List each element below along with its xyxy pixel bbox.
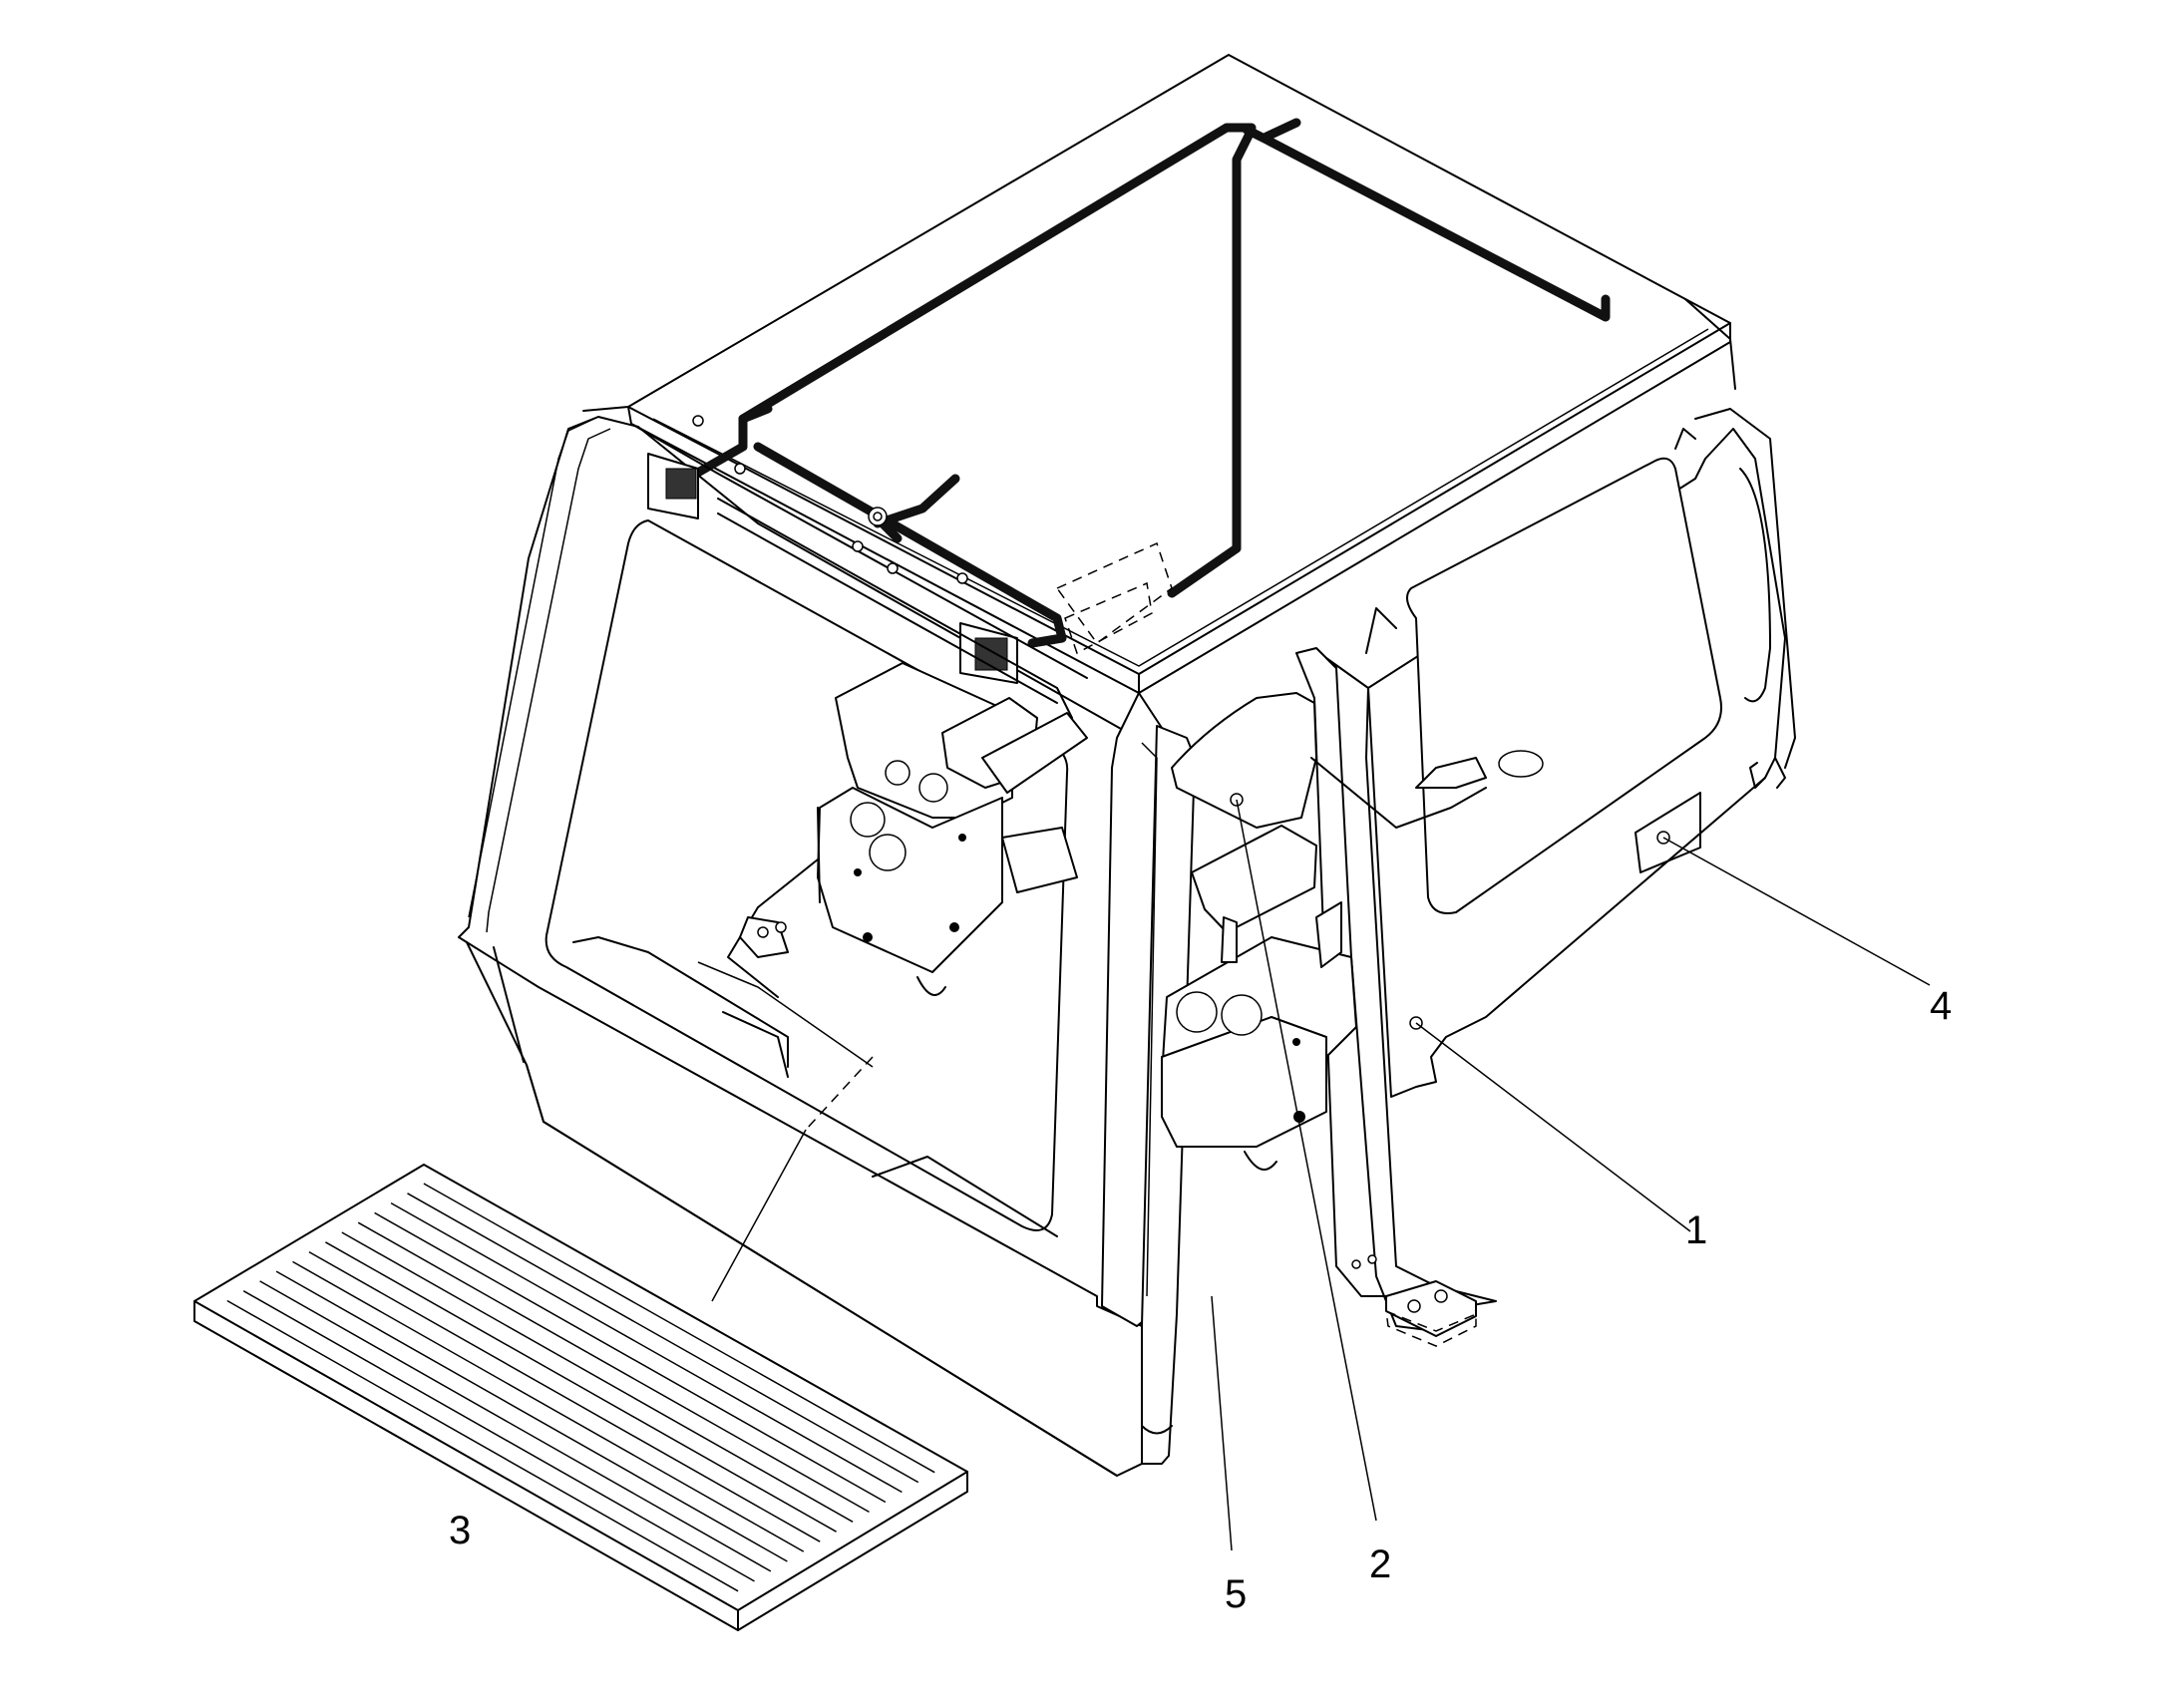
- mat-groove: [259, 1280, 772, 1572]
- floor-mat-grooves: [226, 1183, 935, 1592]
- speaker-left: [647, 453, 699, 519]
- callout-5: 5: [1225, 1572, 1247, 1616]
- mat-groove: [292, 1260, 805, 1552]
- callout-1: 1: [1685, 1208, 1707, 1252]
- leader-1: [1415, 1022, 1691, 1232]
- mat-groove: [390, 1201, 903, 1494]
- leader-2: [1236, 799, 1377, 1522]
- leader-4: [1662, 837, 1931, 986]
- mat-groove: [374, 1211, 887, 1504]
- mat-groove: [275, 1270, 788, 1562]
- roof-right-chamfer: [1365, 428, 1696, 654]
- mat-groove: [423, 1183, 935, 1474]
- mat-groove: [242, 1290, 755, 1582]
- leader-5: [1211, 1295, 1233, 1551]
- mat-groove: [226, 1299, 739, 1592]
- callout-2: 2: [1369, 1542, 1391, 1586]
- mat-groove: [357, 1221, 870, 1514]
- mat-groove: [325, 1241, 837, 1533]
- mounting-foot-right: [1351, 1254, 1477, 1347]
- callout-labels: 1 2 3 4 5: [449, 984, 1952, 1616]
- mat-groove: [407, 1193, 919, 1484]
- mat-groove: [341, 1231, 854, 1523]
- callout-4: 4: [1930, 984, 1952, 1028]
- speaker-right: [959, 622, 1018, 684]
- wiring-harness: [691, 118, 1611, 648]
- leader-lines: [711, 799, 1931, 1551]
- callout-3: 3: [449, 1509, 471, 1552]
- front-header: [630, 415, 1173, 719]
- mat-groove: [308, 1250, 821, 1542]
- cab-right-frame: [1295, 408, 1796, 1332]
- leader-3b: [711, 1129, 807, 1302]
